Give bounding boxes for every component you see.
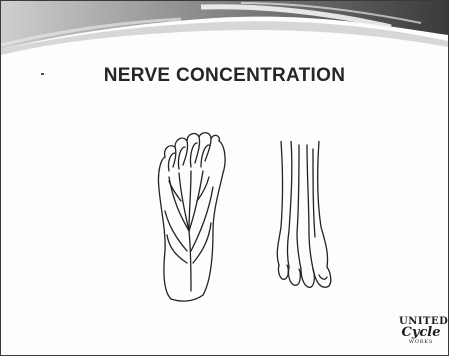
logo-line-3: WORKS (399, 340, 443, 345)
logo-line-2: Cycle (399, 326, 443, 339)
slide-banner (1, 1, 448, 61)
united-cycle-logo: UNITED Cycle WORKS (399, 317, 443, 351)
foot-top-nerves-illustration (269, 141, 339, 293)
slide-title: NERVE CONCENTRATION (1, 65, 448, 87)
foot-sole-nerves-illustration (151, 131, 231, 303)
